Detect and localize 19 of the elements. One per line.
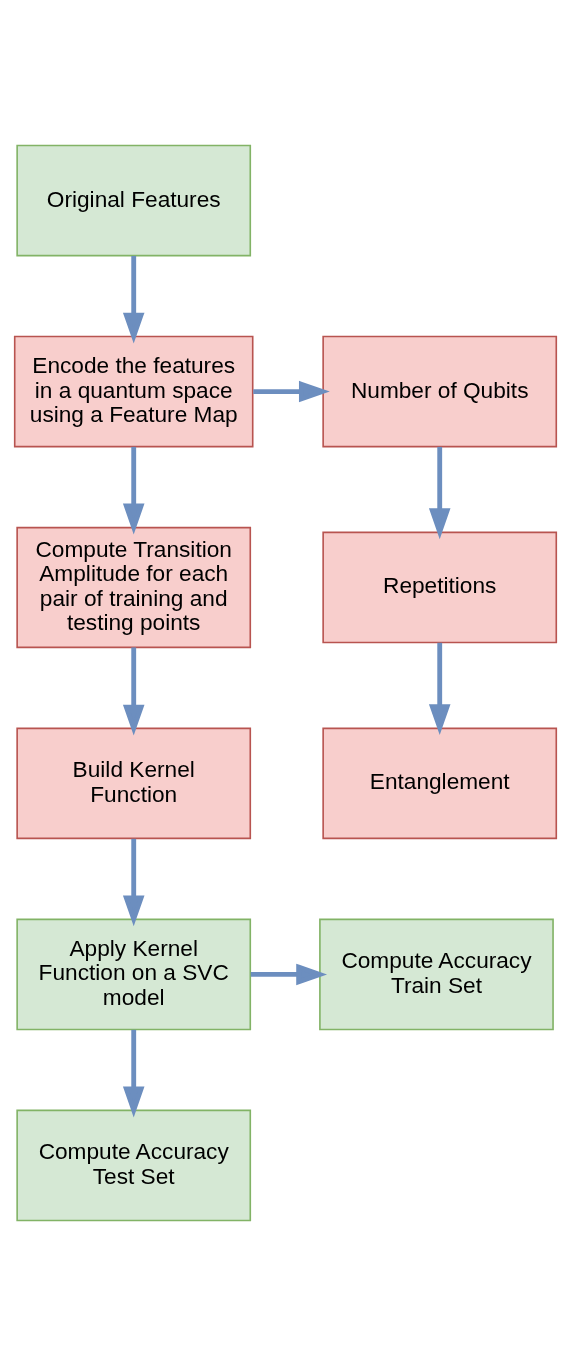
arrow (250, 963, 328, 985)
node-box: Entanglement (322, 727, 558, 839)
arrow (122, 646, 145, 736)
arrow (122, 446, 145, 534)
node-box: Compute Accuracy Train Set (319, 918, 554, 1030)
node-box: Original Features (16, 144, 252, 256)
arrow (122, 838, 145, 926)
node-box: Compute Transition Amplitude for each pair of training and testing points (16, 526, 252, 648)
arrow (428, 642, 451, 735)
arrow (428, 446, 451, 539)
node-box: Encode the features in a quantum space using a Feature Map (13, 335, 254, 447)
node-box: Apply Kernel Function on a SVC model (16, 918, 252, 1030)
arrow (122, 1029, 145, 1117)
node-box: Compute Accuracy Test Set (16, 1109, 252, 1221)
node-box: Number of Qubits (322, 335, 558, 447)
node-box: Repetitions (322, 531, 558, 643)
arrow (122, 255, 145, 343)
node-box: Build Kernel Function (16, 727, 252, 839)
arrow (253, 380, 330, 402)
